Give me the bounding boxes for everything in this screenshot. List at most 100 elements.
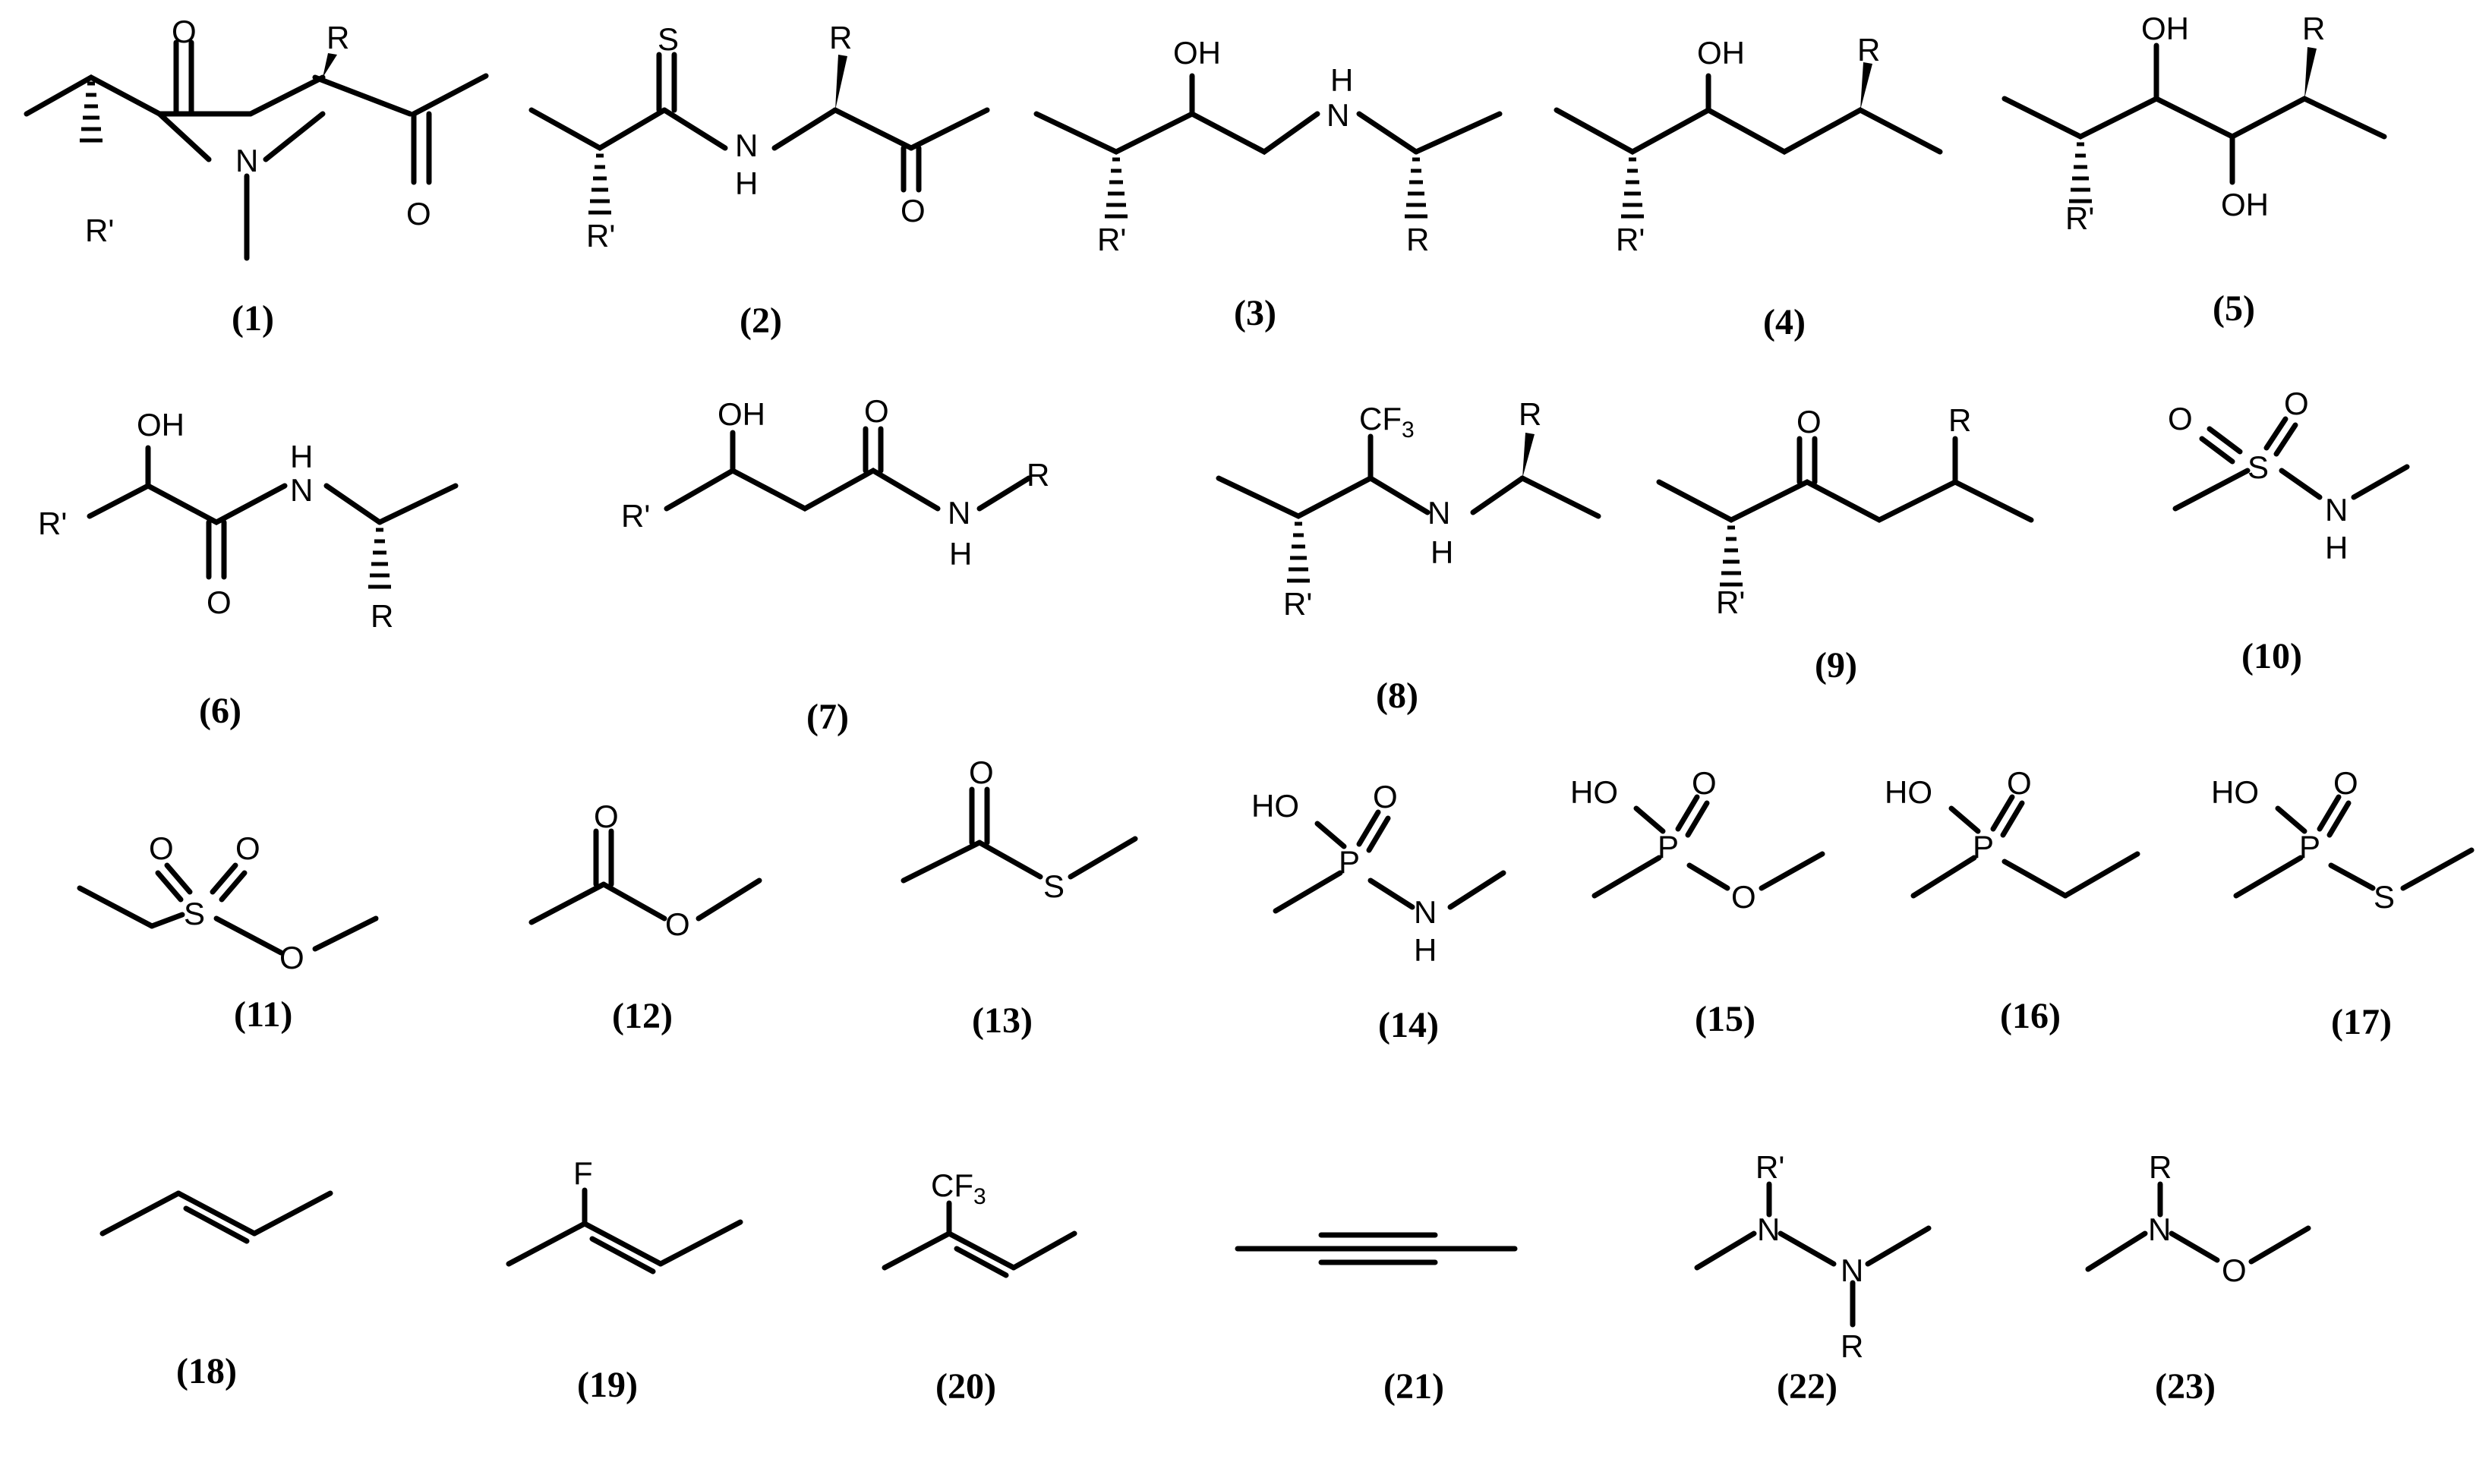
atom-o: O [665, 906, 690, 942]
atom-oh: OH [1697, 35, 1745, 71]
structure-7: OH O R' N H R (7) [621, 393, 1049, 737]
label-16: (16) [2000, 996, 2061, 1036]
atom-o: O [1692, 765, 1717, 801]
atom-r-prime: R' [1283, 586, 1312, 622]
label-9: (9) [1815, 645, 1857, 685]
atom-o: O [2284, 386, 2309, 421]
atom-o: O [864, 393, 889, 429]
atom-o: O [1731, 879, 1756, 915]
label-5: (5) [2213, 288, 2255, 329]
atom-n: N [235, 143, 258, 178]
atom-p: P [1658, 829, 1679, 865]
structure-19: F (19) [506, 1155, 743, 1405]
label-17: (17) [2331, 1002, 2392, 1042]
atom-r: R [1406, 222, 1429, 257]
structure-21: (21) [1235, 1232, 1518, 1407]
structure-22: R' N N R (22) [1694, 1149, 1932, 1407]
atom-n: N [1841, 1252, 1863, 1288]
structure-12: O O (12) [528, 799, 762, 1036]
atom-o: O [2007, 765, 2032, 801]
hashed-bond [1720, 525, 1743, 587]
atom-n: N [1427, 495, 1450, 531]
atom-o: O [969, 755, 994, 790]
hashed-bond [2069, 142, 2092, 203]
atom-r-prime: R' [621, 498, 650, 534]
atom-o: O [2168, 401, 2193, 436]
label-2: (2) [740, 301, 782, 341]
atom-ho: HO [1251, 788, 1299, 824]
label-11: (11) [234, 994, 292, 1035]
atom-r-prime: R' [1097, 222, 1126, 257]
atom-h: H [949, 536, 972, 572]
label-12: (12) [612, 996, 673, 1036]
atom-s: S [2248, 449, 2269, 485]
atom-h: H [1414, 932, 1437, 968]
atom-s: S [1043, 868, 1065, 904]
structure-8: CF3 R N H R' (8) [1216, 396, 1601, 716]
atom-h: H [1330, 62, 1353, 98]
label-8: (8) [1376, 676, 1418, 716]
structure-3: OH H N R' R (3) [1033, 35, 1503, 333]
hashed-bond [368, 528, 391, 589]
label-14: (14) [1378, 1005, 1439, 1045]
atom-oh: OH [718, 396, 765, 432]
atom-r-prime: R' [38, 506, 67, 541]
atom-p: P [1339, 844, 1360, 880]
structure-17: HO O P S (17) [2211, 765, 2475, 1042]
structure-18: (18) [99, 1190, 333, 1391]
atom-h: H [735, 165, 758, 201]
atom-p: P [2299, 829, 2320, 865]
label-23: (23) [2155, 1366, 2216, 1407]
atom-n: N [948, 495, 970, 531]
atom-ho: HO [1885, 774, 1932, 810]
atom-n: N [290, 472, 313, 508]
atom-n: N [1414, 894, 1437, 930]
atom-o: O [901, 193, 926, 228]
atom-r-prime: R' [1616, 222, 1645, 257]
label-22: (22) [1777, 1366, 1837, 1407]
atom-h: H [2325, 530, 2348, 566]
atom-r: R [371, 598, 393, 634]
structure-4: OH R R' (4) [1554, 32, 1943, 342]
atom-n: N [1326, 97, 1349, 133]
hashed-bond [588, 153, 611, 215]
atom-n: N [1757, 1211, 1780, 1247]
hashed-bond [1105, 157, 1128, 219]
atom-r-prime: R' [586, 218, 615, 254]
atom-ho: HO [2211, 774, 2259, 810]
label-18: (18) [176, 1351, 237, 1391]
atom-r: R [1519, 396, 1541, 432]
structure-9: O R R' (9) [1656, 402, 2034, 685]
atom-o: O [279, 940, 304, 975]
structure-10: O O S N H (10) [2168, 386, 2410, 676]
label-19: (19) [577, 1365, 638, 1405]
atom-r-prime: R' [1755, 1149, 1784, 1185]
atom-n: N [2325, 492, 2348, 528]
atom-r: R [829, 20, 852, 55]
atom-oh: OH [137, 407, 185, 443]
atom-oh: OH [1173, 35, 1221, 71]
atom-f: F [573, 1155, 593, 1191]
atom-oh: OH [2221, 187, 2269, 222]
atom-o: O [1373, 779, 1398, 814]
atom-o: O [207, 584, 232, 620]
hashed-bond [80, 81, 103, 143]
atom-h: H [1431, 534, 1453, 570]
structure-16: HO O P (16) [1885, 765, 2140, 1036]
atom-r: R [2302, 11, 2325, 46]
label-6: (6) [199, 691, 241, 731]
hashed-bond [1287, 521, 1310, 583]
atom-o: O [235, 830, 260, 866]
label-13: (13) [972, 1000, 1033, 1041]
atom-r-prime: R' [2065, 200, 2094, 236]
label-15: (15) [1695, 999, 1755, 1039]
atom-o: O [406, 196, 431, 232]
atom-r: R [1948, 402, 1971, 438]
atom-o: O [2333, 765, 2358, 801]
atom-r: R [326, 20, 349, 55]
label-21: (21) [1383, 1366, 1444, 1407]
atom-h: H [290, 439, 313, 474]
atom-o: O [594, 799, 619, 834]
label-1: (1) [232, 298, 274, 339]
